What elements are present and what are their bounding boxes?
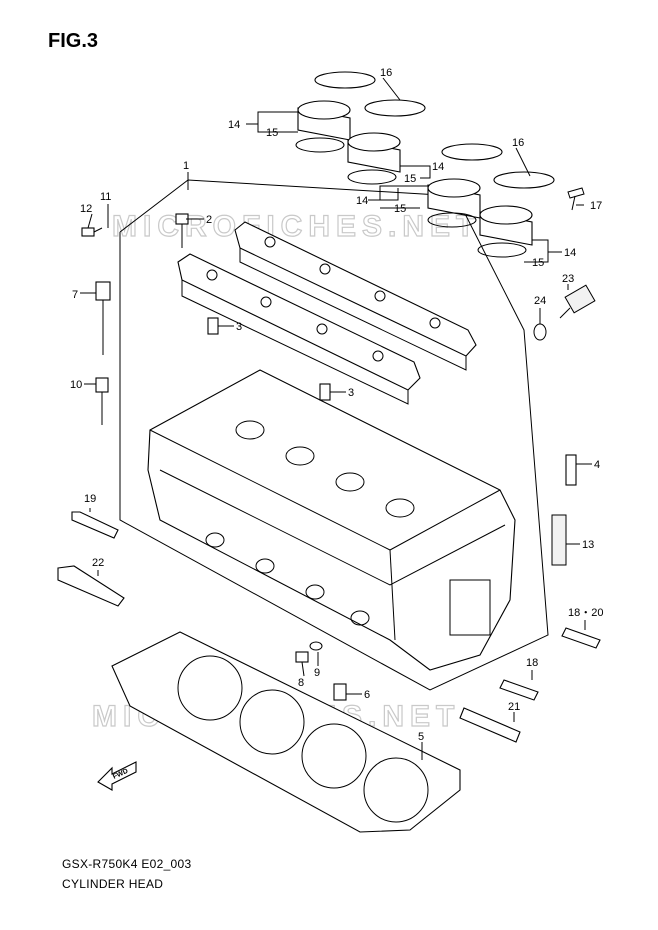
callout-8: 8: [298, 677, 304, 689]
callout-14c: 14: [356, 195, 368, 207]
stud-19: [71, 511, 119, 539]
bolt-7: [95, 281, 111, 355]
sensor-o-ring: [533, 323, 547, 341]
plug-11-12: [81, 227, 103, 237]
intake-pipe-group-left: [295, 71, 426, 185]
camshaft-holder-intake: [234, 221, 477, 371]
callout-15a: 15: [266, 127, 278, 139]
callout-17: 17: [590, 200, 602, 212]
callout-24: 24: [534, 295, 546, 307]
callout-2: 2: [206, 214, 212, 226]
camshaft-holder-exhaust: [177, 253, 421, 405]
dowel-pin-3b: [319, 383, 331, 401]
callout-22: 22: [92, 557, 104, 569]
stud-21: [459, 707, 521, 743]
callout-23: 23: [562, 273, 574, 285]
callout-15c: 15: [394, 203, 406, 215]
callout-1: 1: [183, 160, 189, 172]
bolt-10: [95, 377, 109, 425]
callout-14d: 14: [564, 247, 576, 259]
callout-11: 11: [100, 191, 111, 203]
callout-16a: 16: [380, 67, 392, 79]
callout-18: 18: [526, 657, 538, 669]
leader-lines: [80, 77, 592, 760]
figure-title: FIG.3: [48, 30, 99, 52]
stud-22: [57, 565, 125, 607]
callout-19: 19: [84, 493, 96, 505]
callout-labels: 1 2 3 3 4 5 6 7 8 9 10 11 12 13 14 14 14…: [70, 67, 603, 743]
callout-15b: 15: [404, 173, 416, 185]
callout-15d: 15: [532, 257, 544, 269]
callout-9: 9: [314, 667, 320, 679]
callout-14b: 14: [432, 161, 444, 173]
callout-16b: 16: [512, 137, 524, 149]
dowel-pin-4: [565, 454, 577, 486]
bolt-18-20: [561, 627, 601, 649]
callout-12: 12: [80, 203, 92, 215]
spark-plug-13: [551, 514, 567, 566]
callout-6: 6: [364, 689, 370, 701]
callout-13: 13: [582, 539, 594, 551]
temperature-sensor: [559, 284, 596, 319]
dowel-pin-3a: [207, 317, 219, 335]
callout-3b: 3: [348, 387, 354, 399]
callout-7: 7: [72, 289, 78, 301]
bolt-18: [499, 679, 539, 701]
cylinder-head-body: [147, 369, 516, 671]
callout-3a: 3: [236, 321, 242, 333]
watermark-top: MICROFICHES.NET: [112, 210, 480, 243]
callout-4: 4: [594, 459, 600, 471]
cylinder-head-frame: [119, 179, 549, 691]
dowel-pin-6: [333, 683, 347, 701]
forward-direction-arrow: FWD: [97, 761, 137, 791]
intake-pipe-group-right: [427, 143, 585, 258]
callout-5: 5: [418, 731, 424, 743]
section-name: CYLINDER HEAD: [62, 877, 164, 891]
cylinder-head-gasket: [111, 631, 461, 833]
callout-18-20: 18・20: [568, 607, 603, 619]
callout-21: 21: [508, 701, 520, 713]
callout-10: 10: [70, 379, 82, 391]
callout-14a: 14: [228, 119, 240, 131]
model-code: GSX-R750K4 E02_003: [62, 857, 192, 871]
